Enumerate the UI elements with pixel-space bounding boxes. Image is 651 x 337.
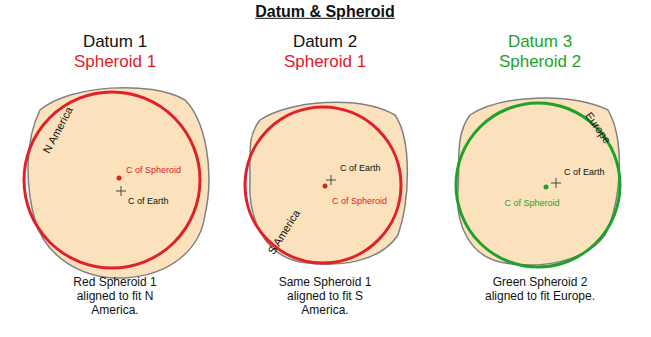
spheroid-centre <box>323 184 328 189</box>
centre-label: C of Earth <box>340 163 381 173</box>
spheroid-heading: Spheroid 1 <box>74 52 156 72</box>
spheroid-centre <box>117 176 122 181</box>
earth-shape <box>28 88 209 278</box>
earth-centre <box>326 175 336 185</box>
diagram-title: Datum & Spheroid <box>255 3 395 21</box>
spheroid-outline <box>245 107 401 263</box>
spheroid-outline <box>24 92 200 268</box>
centre-label: C of Spheroid <box>126 165 181 175</box>
caption-text: Red Spheroid 1 aligned to fit N America. <box>63 276 167 317</box>
earth-centre <box>551 178 561 188</box>
spheroid-centre <box>544 185 549 190</box>
spheroid-heading: Spheroid 1 <box>284 52 366 72</box>
datum-heading: Datum 1 <box>83 32 147 52</box>
centre-label: C of Spheroid <box>332 196 387 206</box>
centre-label: C of Spheroid <box>504 198 559 208</box>
datum-heading: Datum 2 <box>293 32 357 52</box>
caption-text: Green Spheroid 2 aligned to fit Europe. <box>483 276 597 304</box>
datum-heading: Datum 3 <box>508 32 572 52</box>
centre-label: C of Earth <box>128 196 169 206</box>
spheroid-outline <box>456 103 620 267</box>
spheroid-heading: Spheroid 2 <box>499 52 581 72</box>
earth-shape <box>458 98 620 265</box>
centre-label: C of Earth <box>564 167 605 177</box>
earth-centre <box>116 186 126 196</box>
caption-text: Same Spheroid 1 aligned to fit S America… <box>269 276 381 317</box>
